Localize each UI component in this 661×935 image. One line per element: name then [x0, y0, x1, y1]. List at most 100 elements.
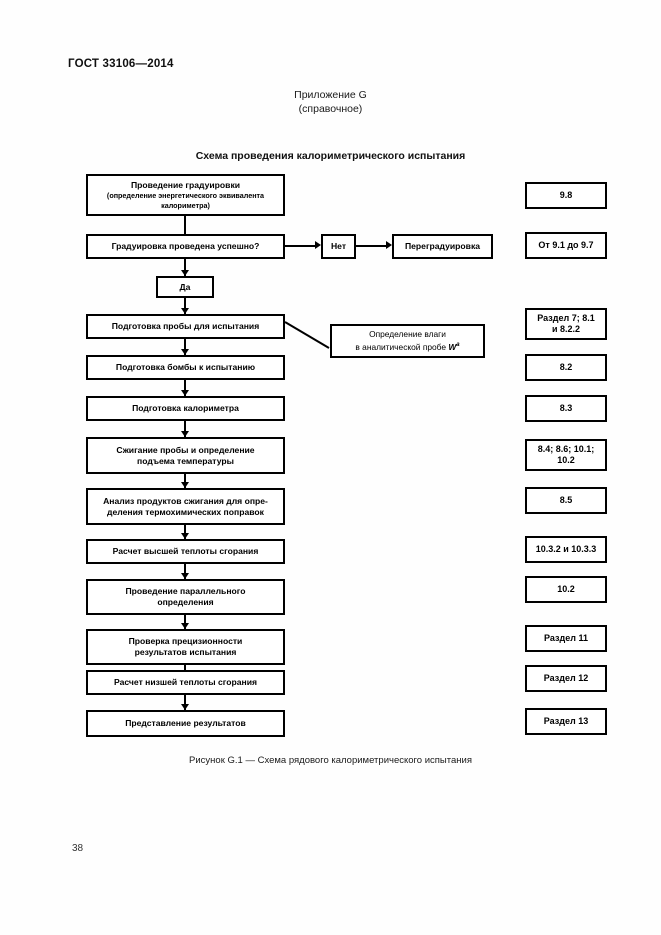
node-results: Представление результатов	[86, 710, 285, 737]
node-moisture-note-line1: Определение влаги	[369, 329, 446, 340]
connector-sample-prep-to-moisture-note	[284, 321, 330, 349]
ref-box-9-1-to-9-7: От 9.1 до 9.7	[525, 232, 607, 259]
node-parallel-determination-line2: определения	[157, 597, 214, 607]
connector-calibration-to-check	[184, 216, 186, 234]
ref-box-8-3-label: 8.3	[559, 403, 573, 413]
node-answer-yes-label: Да	[179, 281, 191, 292]
ref-box-10-2: 10.2	[525, 576, 607, 603]
ref-box-section-12: Раздел 12	[525, 665, 607, 692]
node-moisture-note-line2: в аналитической пробе Wa	[355, 340, 459, 353]
arrow-check-to-no	[315, 241, 321, 249]
connector-sample-prep-to-bomb-prep	[184, 339, 186, 355]
connector-bomb-prep-to-calorimeter-prep	[184, 380, 186, 396]
ref-box-10-2-label: 10.2	[557, 584, 575, 594]
connector-calorimeter-prep-to-combustion	[184, 421, 186, 437]
connector-check-to-no	[285, 245, 317, 247]
arrow-calorimeter-prep-to-combustion	[181, 431, 189, 437]
node-net-calorific-label: Расчет низшей теплоты сгорания	[113, 677, 258, 687]
ref-box-8-4-line1: 8.4; 8.6; 10.1;	[537, 444, 595, 454]
node-calibration-line1: Проведение градуировки	[130, 180, 241, 190]
node-answer-yes: Да	[156, 276, 214, 298]
node-calibration: Проведение градуировки (определение энер…	[86, 174, 285, 216]
standard-header: ГОСТ 33106—2014	[68, 58, 174, 70]
ref-box-8-2: 8.2	[525, 354, 607, 381]
connector-net-calorific-to-results	[184, 695, 186, 710]
moisture-symbol: W	[448, 341, 457, 352]
scheme-title: Схема проведения калориметрического испы…	[195, 150, 466, 162]
connector-check-to-yes	[184, 259, 186, 276]
ref-box-8-5: 8.5	[525, 487, 607, 514]
figure-caption: Рисунок G.1 — Схема рядового калориметри…	[189, 755, 472, 766]
ref-box-10-3-label: 10.3.2 и 10.3.3	[535, 544, 597, 554]
node-calibration-line3: калориметра)	[161, 200, 210, 210]
node-parallel-determination: Проведение параллельного определения	[86, 579, 285, 615]
arrow-net-calorific-to-results	[181, 704, 189, 710]
node-moisture-note-line2-text: в аналитической пробе	[355, 341, 449, 352]
arrow-gross-calorific-to-parallel	[181, 573, 189, 579]
arrow-yes-to-sample-prep	[181, 308, 189, 314]
node-products-analysis-line2: деления термохимических поправок	[107, 506, 264, 517]
ref-box-8-5-label: 8.5	[559, 495, 573, 505]
arrow-parallel-to-precision	[181, 623, 189, 629]
ref-box-section-7: Раздел 7; 8.1 и 8.2.2	[525, 308, 607, 340]
arrow-combustion-to-products-analysis	[181, 482, 189, 488]
ref-box-8-4: 8.4; 8.6; 10.1; 10.2	[525, 439, 607, 471]
ref-box-section-7-line2: и 8.2.2	[551, 324, 581, 334]
arrow-no-to-recalibration	[386, 241, 392, 249]
page-number: 38	[72, 843, 84, 854]
node-calibration-check: Градуировка проведена успешно?	[86, 234, 285, 259]
node-sample-prep: Подготовка пробы для испытания	[86, 314, 285, 339]
moisture-symbol-superscript: a	[456, 342, 460, 349]
annex-heading: Приложение G (справочное)	[0, 88, 661, 116]
node-calibration-line2: (определение энергетического эквивалента	[106, 191, 265, 200]
ref-box-section-11: Раздел 11	[525, 625, 607, 652]
node-gross-calorific: Расчет высшей теплоты сгорания	[86, 539, 285, 564]
node-bomb-prep: Подготовка бомбы к испытанию	[86, 355, 285, 380]
arrow-products-analysis-to-gross-calorific	[181, 533, 189, 539]
node-calibration-check-label: Градуировка проведена успешно?	[111, 241, 260, 251]
ref-box-section-13-label: Раздел 13	[543, 716, 589, 726]
node-moisture-note: Определение влаги в аналитической пробе …	[330, 324, 485, 358]
ref-box-section-7-line1: Раздел 7; 8.1	[537, 313, 595, 323]
arrow-sample-prep-to-bomb-prep	[181, 349, 189, 355]
node-sample-prep-label: Подготовка пробы для испытания	[111, 321, 260, 331]
annex-title: Приложение G	[294, 89, 367, 101]
ref-box-8-2-label: 8.2	[559, 362, 573, 372]
node-calorimeter-prep-label: Подготовка калориметра	[132, 403, 239, 413]
node-calorimeter-prep: Подготовка калориметра	[86, 396, 285, 421]
node-products-analysis-line1: Анализ продуктов сжигания для опре-	[103, 495, 268, 506]
arrow-check-to-yes	[181, 270, 189, 276]
ref-box-8-4-line2: 10.2	[557, 455, 575, 465]
node-gross-calorific-label: Расчет высшей теплоты сгорания	[112, 546, 259, 556]
ref-box-section-12-label: Раздел 12	[543, 673, 589, 683]
node-recalibration: Переградуировка	[392, 234, 493, 259]
ref-box-section-11-label: Раздел 11	[544, 633, 588, 643]
ref-box-9-8-label: 9.8	[559, 190, 573, 200]
connector-gross-calorific-to-parallel	[184, 564, 186, 579]
connector-parallel-to-precision	[184, 615, 186, 629]
ref-box-section-13: Раздел 13	[525, 708, 607, 735]
node-results-label: Представление результатов	[125, 718, 246, 728]
node-precision-check-line2: результатов испытания	[134, 647, 237, 657]
ref-box-9-1-to-9-7-label: От 9.1 до 9.7	[538, 240, 594, 250]
arrow-bomb-prep-to-calorimeter-prep	[181, 390, 189, 396]
ref-box-10-3: 10.3.2 и 10.3.3	[525, 536, 607, 563]
node-answer-no-label: Нет	[330, 241, 347, 251]
node-combustion: Сжигание пробы и определение подъема тем…	[86, 437, 285, 474]
node-combustion-line1: Сжигание пробы и определение	[116, 444, 255, 455]
node-recalibration-label: Переградуировка	[404, 241, 481, 251]
node-combustion-line2: подъема температуры	[137, 455, 234, 466]
node-precision-check-line1: Проверка прецизионности	[128, 636, 243, 646]
node-bomb-prep-label: Подготовка бомбы к испытанию	[115, 362, 256, 372]
connector-products-analysis-to-gross-calorific	[184, 525, 186, 539]
node-answer-no: Нет	[321, 234, 356, 259]
node-parallel-determination-line1: Проведение параллельного	[125, 586, 246, 596]
node-net-calorific: Расчет низшей теплоты сгорания	[86, 670, 285, 695]
ref-box-9-8: 9.8	[525, 182, 607, 209]
node-products-analysis: Анализ продуктов сжигания для опре- деле…	[86, 488, 285, 525]
node-precision-check: Проверка прецизионности результатов испы…	[86, 629, 285, 665]
connector-combustion-to-products-analysis	[184, 474, 186, 488]
annex-subtitle: (справочное)	[298, 103, 363, 115]
